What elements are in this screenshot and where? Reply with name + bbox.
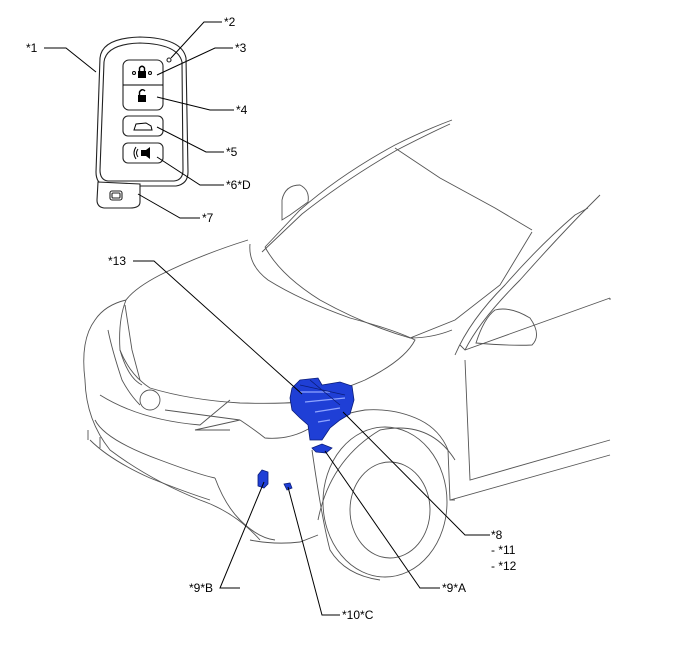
back-door-button xyxy=(122,115,164,137)
callout-6: *6*D xyxy=(226,178,251,192)
back-door-icon xyxy=(133,122,153,131)
component-wire-harness-main xyxy=(289,377,355,441)
component-connector-b xyxy=(257,469,269,489)
smart-key xyxy=(95,36,189,209)
callout-13: *13 xyxy=(108,254,126,268)
vehicle-outline xyxy=(83,119,611,581)
callout-2: *2 xyxy=(224,15,236,29)
callout-3: *3 xyxy=(235,41,247,55)
unlock-icon xyxy=(138,89,146,102)
component-connector-a xyxy=(311,443,333,454)
callout-10: *10*C xyxy=(342,608,374,622)
lock-icon xyxy=(132,65,152,78)
callout-12: - *12 xyxy=(491,559,517,573)
callout-7: *7 xyxy=(202,211,214,225)
callout-9a: *9*A xyxy=(442,581,466,595)
callout-4: *4 xyxy=(236,103,248,117)
callout-9b: *9*B xyxy=(189,581,213,595)
component-connector-c xyxy=(283,482,293,491)
callout-5: *5 xyxy=(226,145,238,159)
leader-lines xyxy=(44,21,490,616)
callout-8: *8 xyxy=(491,528,503,542)
callout-11: - *11 xyxy=(491,543,516,557)
callout-1: *1 xyxy=(26,41,38,55)
panic-horn-icon xyxy=(133,146,150,160)
